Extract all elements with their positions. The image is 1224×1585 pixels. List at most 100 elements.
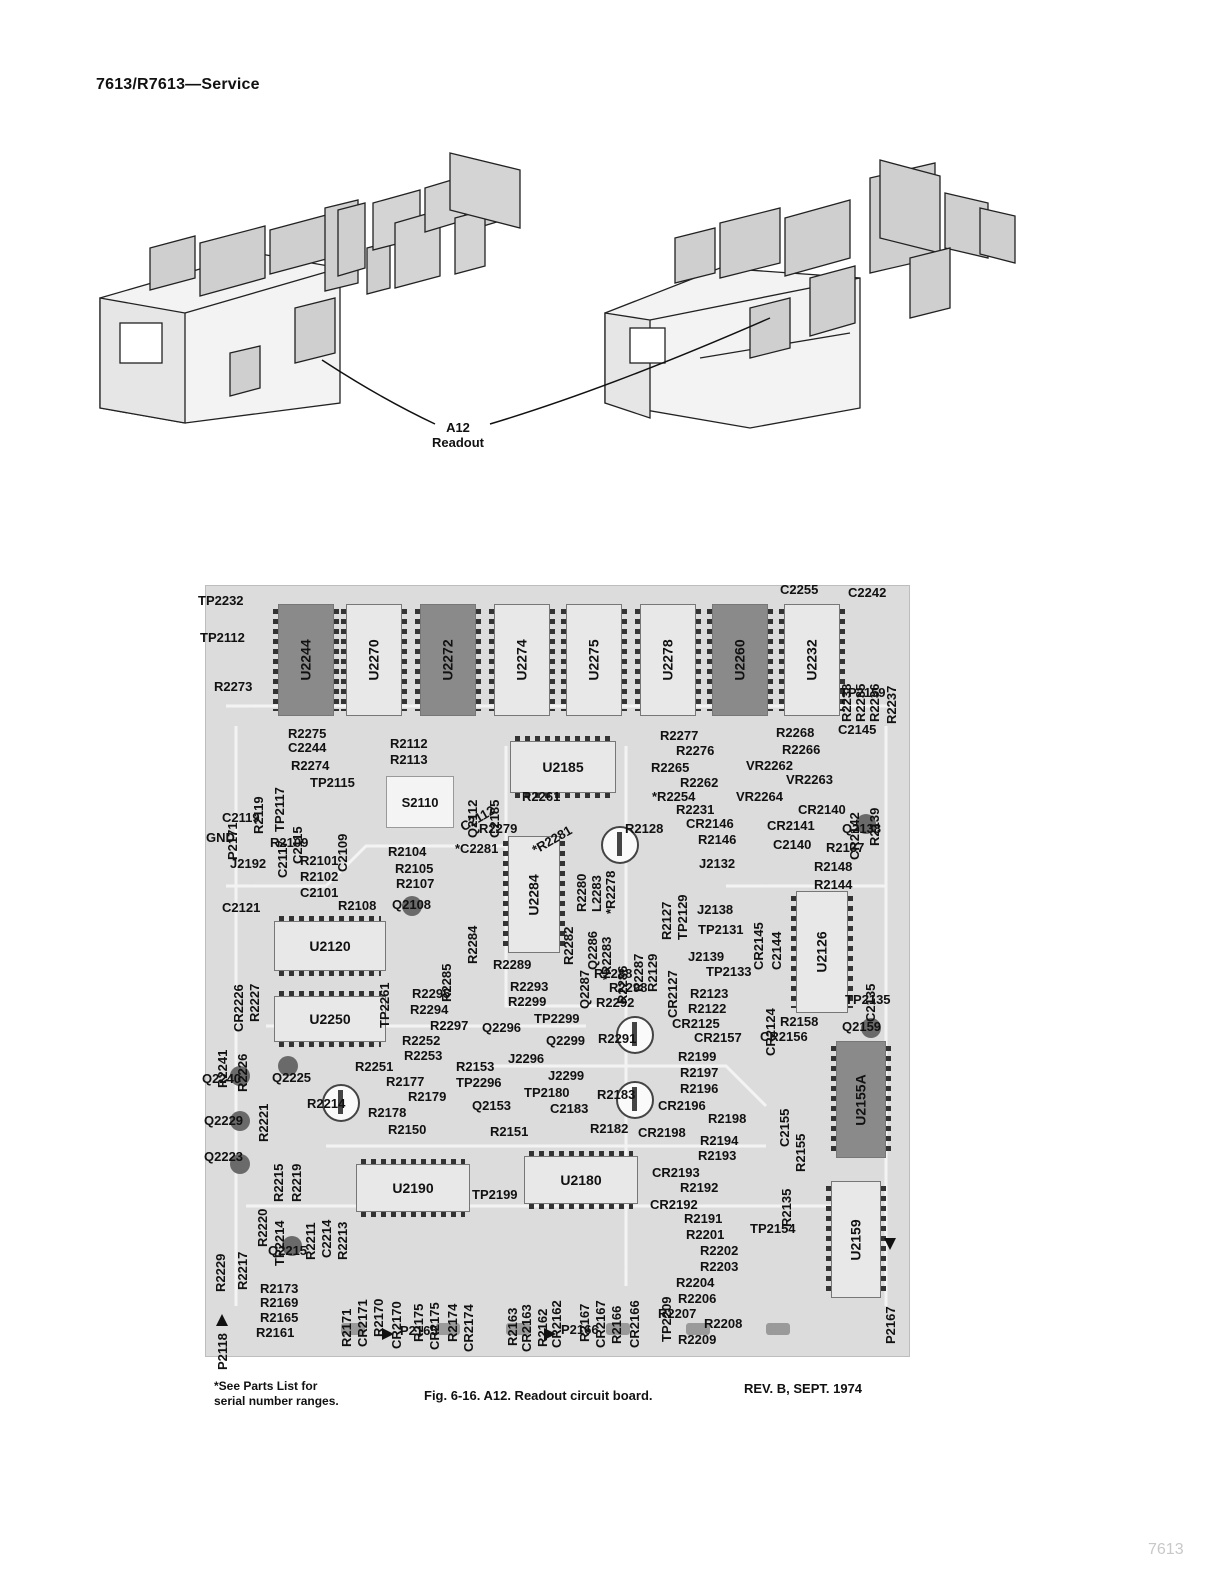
label-cr2193: CR2193 (652, 1165, 700, 1180)
label-q2287: Q2287 (577, 969, 592, 1009)
label-r2207: R2207 (658, 1306, 697, 1321)
label-r2213: R2213 (335, 1221, 350, 1260)
label-q2299: Q2299 (546, 1033, 586, 1048)
label-j2299: J2299 (548, 1068, 585, 1083)
label-r2162: R2162 (535, 1308, 550, 1347)
transistor-q2138 (856, 814, 876, 834)
label-r2282: R2282 (561, 926, 576, 965)
label-r2266: R2266 (782, 742, 821, 757)
label-r2277: R2277 (660, 728, 699, 743)
label-c2244: C2244 (288, 740, 327, 755)
label-r2153: R2153 (456, 1059, 495, 1074)
label-gnd: GND (206, 830, 235, 845)
chip-u2284: U2284 (503, 836, 565, 953)
chip-u2180: U2180 (524, 1151, 638, 1209)
label-cr2146: CR2146 (686, 816, 734, 831)
label-r2202: R2202 (700, 1243, 739, 1258)
revision-date: REV. B, SEPT. 1974 (744, 1381, 863, 1396)
label-r2215: R2215 (271, 1163, 286, 1202)
label-r2192: R2192 (680, 1180, 719, 1195)
label-r2112: R2112 (390, 736, 428, 751)
label-c2121: C2121 (222, 900, 261, 915)
label-j2296: J2296 (508, 1051, 545, 1066)
label-tp2232: TP2232 (198, 593, 244, 608)
label-r2204: R2204 (676, 1275, 715, 1290)
label-j2138: J2138 (697, 902, 734, 917)
label-q2108: Q2108 (392, 897, 432, 912)
label-r2166: R2166 (609, 1305, 624, 1344)
label-r2289: R2289 (493, 957, 532, 972)
label-vr2262: VR2262 (746, 758, 793, 773)
label-r2127: R2127 (659, 901, 674, 940)
label-c2281: *C2281 (455, 841, 499, 856)
label-r2122: R2122 (688, 1001, 727, 1016)
label-r2237: R2237 (884, 685, 899, 724)
label-tp2159: TP2159 (840, 685, 886, 700)
label-r2150: R2150 (388, 1122, 427, 1137)
label-vr2263: VR2263 (786, 772, 833, 787)
label-r2174: R2174 (445, 1303, 460, 1342)
label-tp2112: TP2112 (200, 630, 245, 645)
label-q2215: Q2215 (268, 1243, 308, 1258)
label-cr2140: CR2140 (798, 802, 846, 817)
label-r2284: R2284 (465, 925, 480, 964)
label-p2165: P2165 (400, 1323, 438, 1338)
label-tp2199: TP2199 (472, 1187, 518, 1202)
potentiometer-r2183 (616, 1081, 654, 1119)
label-r2261: R2261 (522, 789, 561, 804)
label-q2229: Q2229 (204, 1113, 244, 1128)
label-r2151: R2151 (490, 1124, 529, 1139)
label-cr2166: CR2166 (627, 1300, 642, 1348)
label-r2231: R2231 (676, 802, 715, 817)
figure-caption: Fig. 6-16. A12. Readout circuit board. (424, 1388, 653, 1403)
exploded-boards-left (149, 199, 391, 397)
label-r2293: R2293 (510, 979, 549, 994)
label-r2148: R2148 (814, 859, 853, 874)
label-r2170: R2170 (371, 1298, 386, 1337)
chip-u2274: U2274 (489, 604, 555, 716)
circuit-board: U2244 U2270 U2272 U2274 U2275 U2278 U226… (205, 585, 910, 1357)
label-c2145: C2145 (838, 722, 877, 737)
potentiometer-r2128 (601, 826, 639, 864)
label-r2107: R2107 (396, 876, 435, 891)
label-r2219: R2219 (289, 1163, 304, 1202)
label-r2179: R2179 (408, 1089, 447, 1104)
chip-u2232: U2232 (779, 604, 845, 716)
label-c2183: C2183 (550, 1101, 589, 1116)
label-r2298: R2298 (609, 980, 648, 995)
label-r2196: R2196 (680, 1081, 719, 1096)
chip-u2120: U2120 (274, 916, 386, 976)
p2118-pin-arrow (216, 1314, 228, 1326)
label-r2171: R2171 (339, 1308, 354, 1347)
label-p2118: P2118 (215, 1333, 230, 1370)
switch-s2110: S2110 (386, 776, 454, 828)
label-c2144: C2144 (769, 931, 784, 970)
label-cr2226: CR2226 (231, 984, 246, 1032)
label-l2283: L2283 (589, 875, 604, 912)
label-r2214: R2214 (307, 1096, 346, 1111)
label-r2252: R2252 (402, 1033, 441, 1048)
label-r2129: R2129 (645, 953, 660, 992)
label-tp2117: TP2117 (272, 787, 287, 832)
label-q2223: Q2223 (204, 1149, 244, 1164)
chip-u2278: U2278 (635, 604, 701, 716)
label-r2297: R2297 (430, 1018, 469, 1033)
label-p2166: P2166 (561, 1322, 599, 1337)
label-c2242: C2242 (848, 585, 887, 600)
potentiometer-r2214 (322, 1084, 360, 1122)
label-c2214: C2214 (319, 1219, 334, 1258)
label-r2217: R2217 (235, 1251, 250, 1290)
chip-u2155a: U2155A (831, 1041, 891, 1158)
label-cr2174: CR2174 (461, 1304, 476, 1352)
label-r2102: R2102 (300, 869, 339, 884)
label-r2227: R2227 (247, 983, 262, 1022)
label-r2221: R2221 (256, 1103, 271, 1142)
p2167-pin-arrow (884, 1238, 896, 1250)
label-r2199: R2199 (678, 1049, 717, 1064)
label-c2119: C2119 (222, 810, 260, 825)
chip-u2244: U2244 (273, 604, 339, 716)
label-tp2261: TP2261 (377, 982, 392, 1028)
chip-u2159: U2159 (826, 1181, 886, 1298)
label-tp2135: TP2135 (845, 992, 891, 1007)
label-cr2163: CR2163 (519, 1304, 534, 1352)
